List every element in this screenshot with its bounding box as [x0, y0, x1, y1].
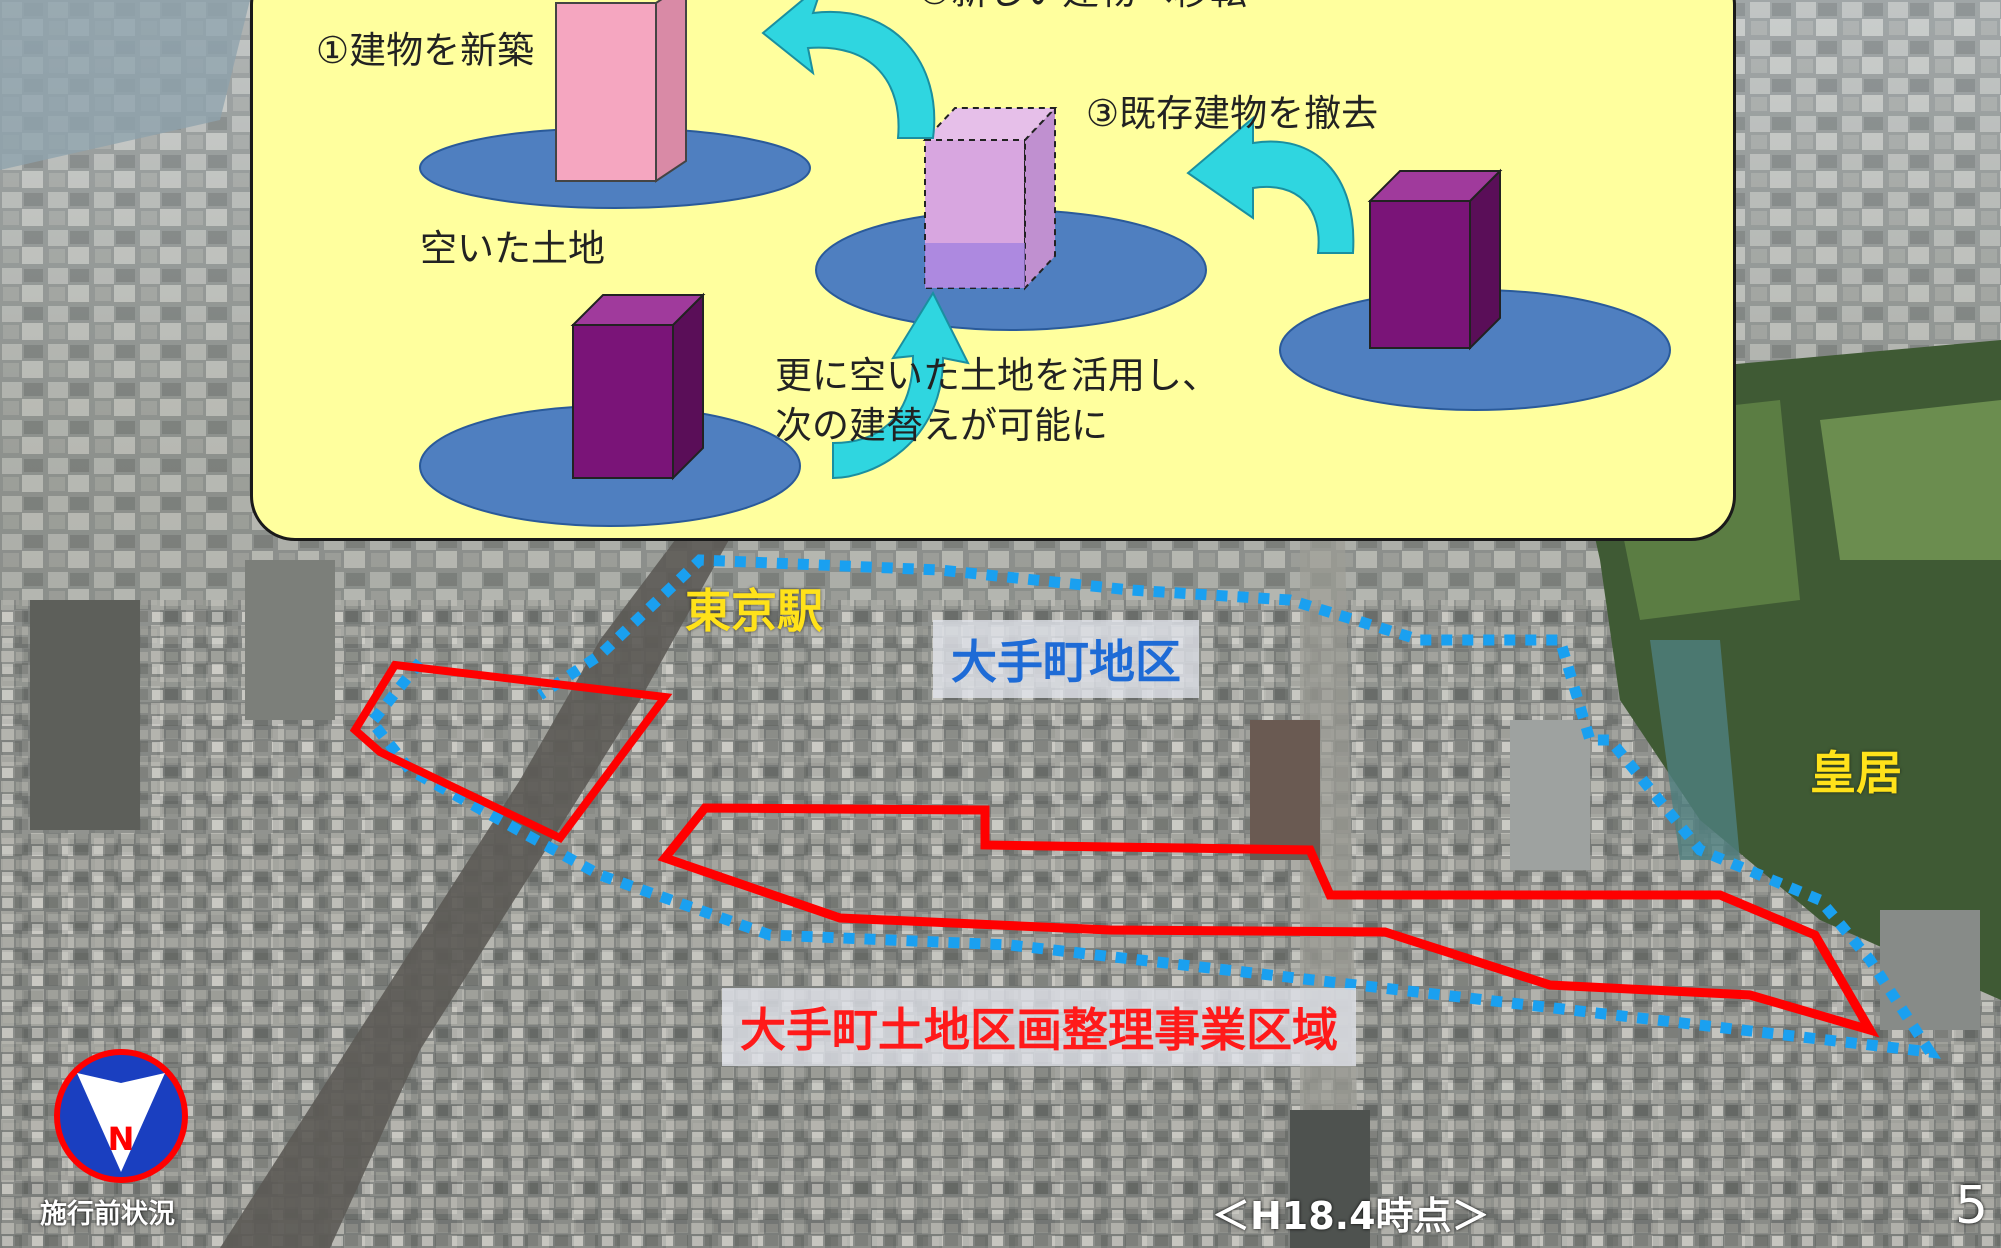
step1-label: ①建物を新築 [316, 29, 535, 72]
vacated-building-outline [922, 105, 1058, 291]
north-arrow: N [53, 1048, 189, 1184]
existing-building [570, 292, 706, 481]
next-step-line1: 更に空いた土地を活用し、 [775, 354, 1219, 397]
project-boundary-east [657, 803, 1880, 1038]
project-boundary-west [349, 660, 673, 844]
page-number: 5 [1955, 1176, 1989, 1236]
relocation-arrow [761, 0, 936, 139]
vacant-land-label: 空いた土地 [420, 227, 605, 270]
next-redevelopment-arrow [832, 290, 970, 480]
tokyo-station-label: 東京駅 [685, 584, 823, 638]
next-step-line2: 次の建替えが可能に [775, 404, 1108, 447]
relocation-diagram [419, 0, 1671, 527]
new-building [555, 0, 687, 183]
existing-building [1367, 168, 1503, 351]
step2-label: ②新しい建物へ移転 [918, 0, 1247, 15]
pre-construction-label: 施行前状況 [40, 1199, 175, 1230]
north-arrow-icon [54, 1049, 188, 1183]
project-area-label: 大手町土地区画整理事業区域 [722, 988, 1356, 1066]
north-label: N [107, 1120, 135, 1158]
otemachi-district-label: 大手町地区 [933, 620, 1199, 698]
explanation-panel: ①建物を新築 ②新しい建物へ移転 ③既存建物を撤去 空いた土地 更に空いた土地を… [250, 0, 1736, 541]
otemachi-district-boundary [364, 554, 1942, 1059]
step3-label: ③既存建物を撤去 [1086, 92, 1379, 135]
demolition-arrow [1186, 115, 1355, 254]
date-label: ＜H18.4時点＞ [1212, 1194, 1490, 1238]
imperial-palace-label: 皇居 [1810, 746, 1902, 800]
